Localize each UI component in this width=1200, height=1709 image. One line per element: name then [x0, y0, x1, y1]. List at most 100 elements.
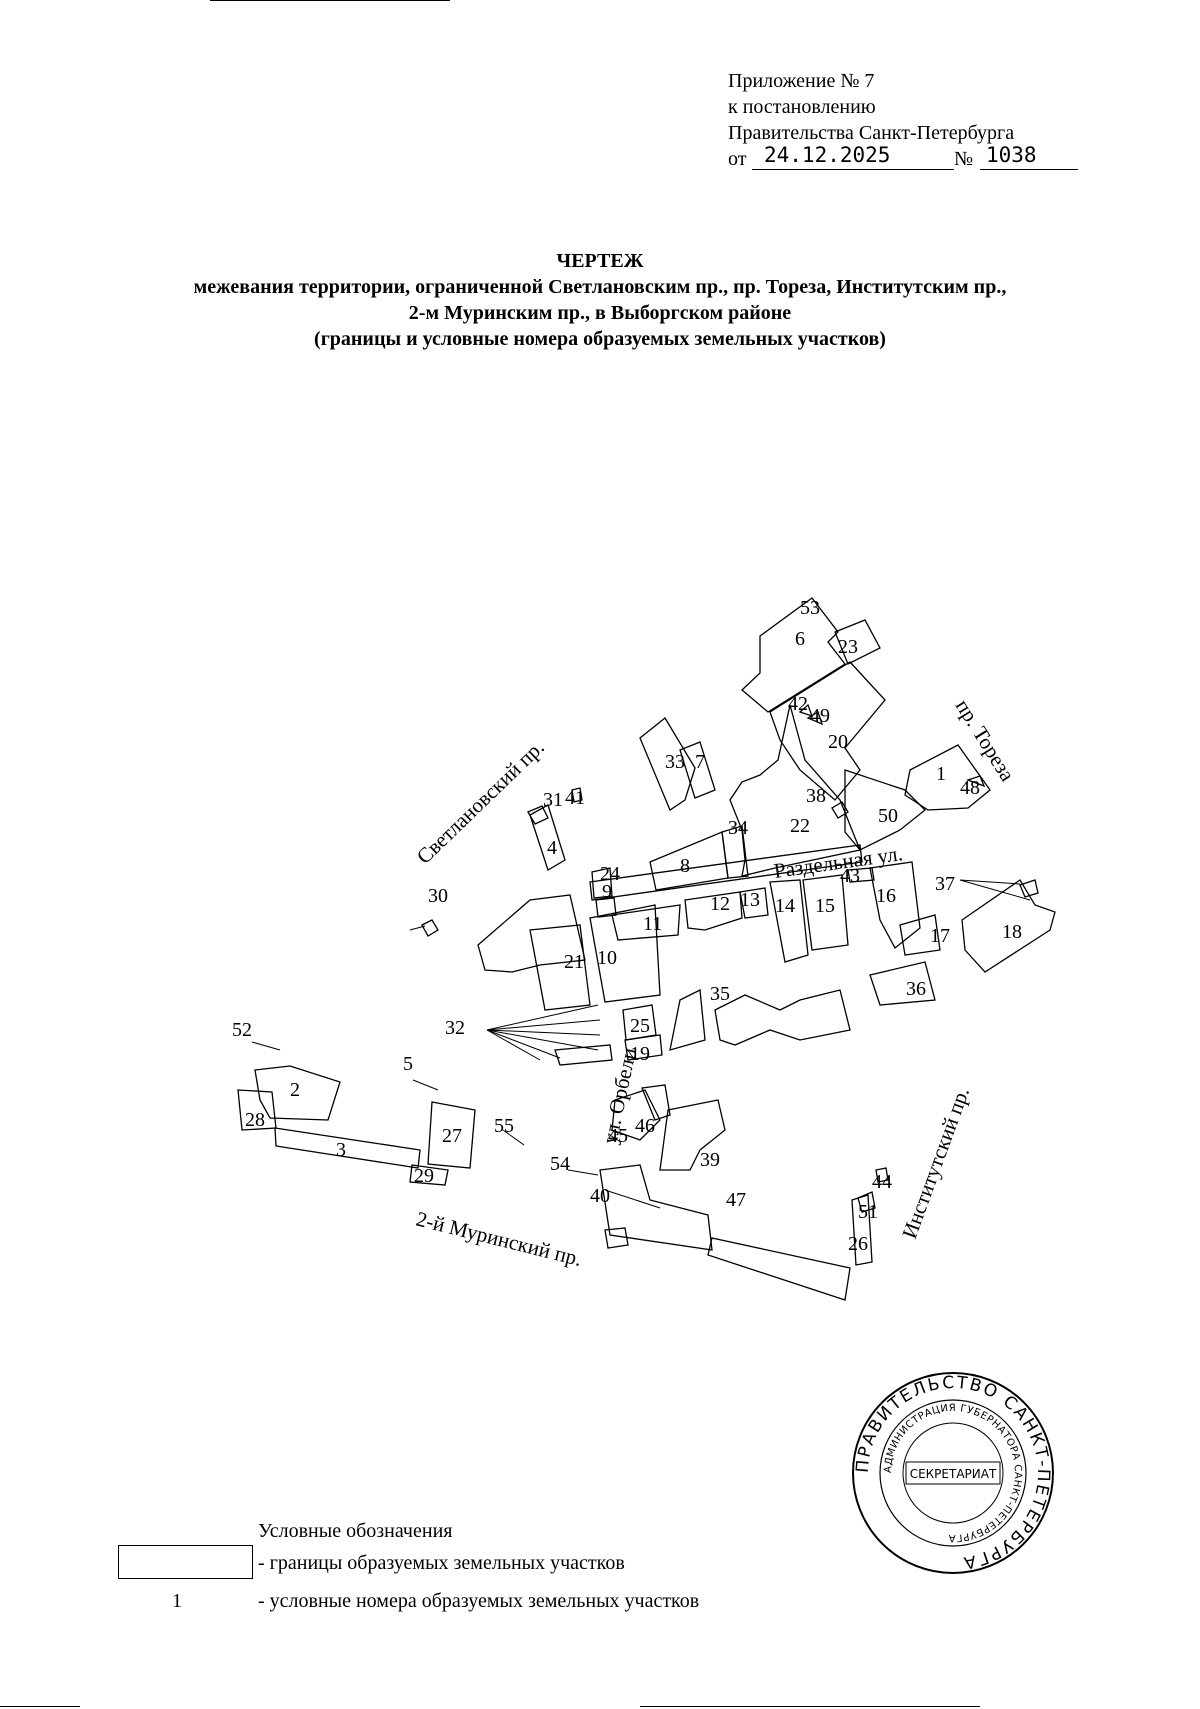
parcel-boundary-7	[679, 741, 716, 799]
parcel-boundary-32a	[477, 894, 586, 973]
parcel-label-54: 54	[550, 1153, 570, 1175]
parcel-label-30: 30	[428, 885, 448, 907]
parcel-boundary-4	[529, 804, 566, 871]
parcel-label-7: 7	[695, 751, 705, 773]
parcel-label-6: 6	[795, 628, 805, 650]
parcel-label-52: 52	[232, 1019, 252, 1041]
parcel-label-41: 41	[565, 787, 585, 809]
date-underline	[752, 169, 954, 170]
parcel-boundary-24	[591, 867, 613, 899]
parcel-boundary-38	[831, 801, 849, 819]
parcel-boundary-54	[604, 1227, 629, 1249]
parcel-label-32: 32	[445, 1017, 465, 1039]
title-line-3: (границы и условные номера образуемых зе…	[314, 328, 886, 350]
legend-boundary-symbol	[118, 1545, 253, 1579]
parcel-boundary-51	[857, 1191, 876, 1213]
attachment-date-row: от 24.12.2025 № 1038	[728, 143, 1078, 172]
parcel-boundary-49	[806, 711, 824, 726]
parcel-boundary-30	[421, 919, 439, 937]
parcel-label-8: 8	[680, 855, 690, 877]
parcel-label-38: 38	[806, 785, 826, 807]
title-heading: ЧЕРТЕЖ	[556, 250, 644, 272]
parcel-label-33: 33	[665, 751, 685, 773]
parcel-label-22: 22	[790, 815, 810, 837]
parcel-label-9: 9	[602, 881, 612, 903]
parcel-label-1: 1	[936, 763, 946, 785]
parcel-boundary-44	[875, 1167, 889, 1183]
parcel-boundary-16	[869, 861, 921, 949]
parcel-boundary-32b	[554, 1044, 613, 1066]
parcel-label-25: 25	[630, 1015, 650, 1037]
number-prefix: №	[954, 148, 974, 170]
parcel-label-27: 27	[442, 1125, 462, 1147]
parcel-boundary-43	[847, 867, 875, 883]
title-line-1: межевания территории, ограниченной Светл…	[193, 276, 1007, 298]
parcel-boundary-48	[966, 775, 986, 788]
parcel-label-23: 23	[838, 636, 858, 658]
parcel-label-39: 39	[700, 1149, 720, 1171]
parcel-label-51: 51	[858, 1201, 878, 1223]
parcel-label-44: 44	[872, 1171, 892, 1193]
parcel-label-49: 49	[810, 705, 830, 727]
parcel-label-17: 17	[930, 925, 950, 947]
parcel-boundary-2	[254, 1065, 341, 1121]
attachment-header: Приложение № 7 к постановлению Правитель…	[728, 68, 1078, 172]
street-toreza: пр. Тореза	[951, 695, 1020, 786]
legend-boundaries-text: - границы образуемых земельных участков	[258, 1552, 625, 1574]
parcel-label-36: 36	[906, 978, 926, 1000]
parcel-label-20: 20	[828, 731, 848, 753]
street-murinsky: 2-й Муринский пр.	[414, 1207, 585, 1271]
parcel-boundary-40b	[707, 1237, 851, 1301]
parcel-label-11: 11	[643, 913, 662, 935]
parcel-label-53: 53	[800, 597, 820, 619]
parcel-numbers: 53 6 23 42 49 20 1 48 38 50 22 33 7 34 8…	[232, 597, 1022, 1255]
bottom-edge-line-right	[640, 1706, 980, 1707]
parcel-boundary-42	[798, 703, 814, 718]
parcel-boundary-19	[624, 1034, 663, 1061]
parcel-label-29: 29	[414, 1165, 434, 1187]
title-line-2: 2-м Муринским пр., в Выборгском районе	[408, 302, 792, 324]
parcel-boundary-20	[769, 661, 886, 801]
parcel-label-50: 50	[878, 805, 898, 827]
legend-numbers-text: - условные номера образуемых земельных у…	[258, 1590, 700, 1612]
parcel-boundary-36	[869, 961, 936, 1006]
legend-title: Условные обозначения	[258, 1520, 453, 1542]
street-svetlanovsky: Светлановский пр.	[412, 735, 549, 869]
parcel-label-19: 19	[630, 1043, 650, 1065]
attachment-number: Приложение № 7	[728, 70, 875, 92]
parcel-boundary-19b	[669, 988, 706, 1051]
parcel-boundary-39	[659, 1099, 726, 1171]
parcel-boundary-14	[769, 879, 809, 963]
parcel-label-45: 45	[608, 1125, 628, 1147]
attachment-to-decree: к постановлению	[728, 96, 876, 118]
bottom-edge-line-left	[0, 1706, 80, 1707]
parcel-boundary-15	[802, 874, 849, 951]
parcel-label-26: 26	[848, 1233, 868, 1255]
legend-sample-number: 1	[172, 1590, 182, 1612]
parcel-label-21: 21	[564, 951, 584, 973]
parcel-label-15: 15	[815, 895, 835, 917]
leader-lines	[251, 879, 1031, 1209]
parcel-label-12: 12	[710, 893, 730, 915]
parcel-label-46: 46	[635, 1115, 655, 1137]
parcel-label-31: 31	[543, 789, 563, 811]
parcel-label-37: 37	[935, 873, 955, 895]
parcel-label-47: 47	[726, 1189, 746, 1211]
parcel-label-55: 55	[494, 1115, 514, 1137]
parcel-boundary-41	[571, 787, 583, 803]
parcel-boundary-12	[684, 891, 743, 931]
parcel-boundary-40	[599, 1164, 713, 1251]
parcel-boundary-37	[1019, 879, 1039, 898]
parcel-boundary-13	[739, 887, 769, 919]
date-prefix: от	[728, 148, 747, 170]
parcel-label-42: 42	[788, 693, 808, 715]
parcel-boundary-31	[527, 805, 549, 825]
parcel-label-35: 35	[710, 983, 730, 1005]
parcel-boundary-10	[589, 904, 661, 1003]
parcel-label-28: 28	[245, 1109, 265, 1131]
parcel-boundary-22	[729, 704, 861, 877]
parcel-boundary-50	[844, 769, 926, 851]
attachment-government: Правительства Санкт-Петербурга	[728, 122, 1015, 144]
parcel-label-13: 13	[740, 889, 760, 911]
